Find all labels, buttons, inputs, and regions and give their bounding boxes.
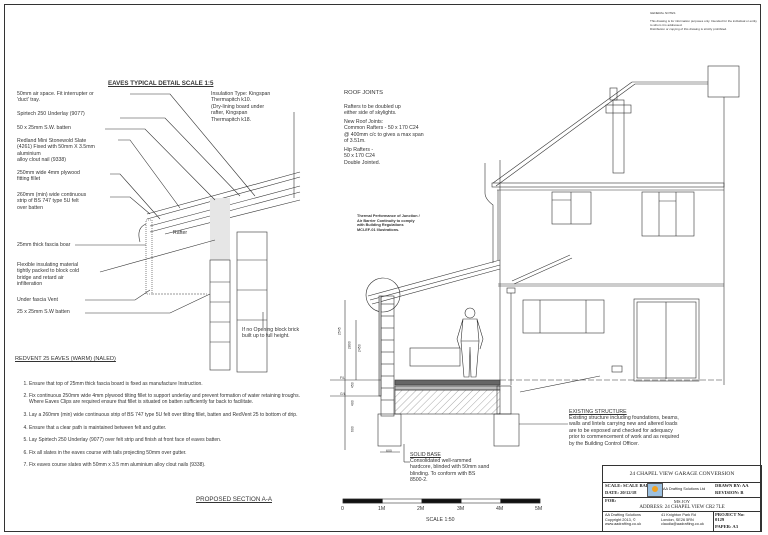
eaves-label: 260mm (min) wide continuous strip of BS …: [17, 192, 87, 211]
redvent-title: REDVENT 25 EAVES (WARM) (NALED): [15, 356, 116, 363]
scale-tick: 0: [341, 506, 344, 512]
redvent-notes: REDVENT 25 EAVES (WARM) (NALED) Ensure t…: [15, 350, 315, 482]
title-block-meta: SCALE: SCALE BAR DATE: 20/12/18 AA Draft…: [603, 482, 761, 498]
eaves-label: Under fascia Vent: [17, 297, 58, 303]
scale-bar-graphic: [342, 498, 541, 504]
date-field: DATE: 20/12/18: [605, 490, 637, 495]
project-number: PROJECT No: 0129: [715, 512, 745, 522]
scale-tick: 5M: [535, 506, 543, 512]
redvent-item: Lay a 260mm (min) wide continuous strip …: [29, 412, 315, 418]
rafter-label: Rafter: [173, 230, 188, 236]
roof-joints-new: New Roof Joints: Common Rafters - 50 x 1…: [344, 119, 424, 145]
existing-structure-text: Existing structure including foundations…: [569, 415, 680, 447]
solid-base-text: Consolidated well-rammed hardcore, blind…: [410, 458, 490, 484]
scale-label: SCALE 1:50: [426, 517, 455, 523]
redvent-item: Fix all slates in the eaves course with …: [29, 450, 315, 456]
eaves-label: 25mm thick fascia boar: [17, 242, 71, 248]
level-label-fl: F/L: [340, 376, 346, 380]
solid-base-title: SOLID BASE: [410, 452, 441, 458]
scale-tick: 3M: [457, 506, 465, 512]
general-notes: GENERAL NOTES This drawing is for inform…: [650, 7, 758, 35]
scale-field: SCALE: SCALE BAR: [605, 483, 650, 488]
eaves-detail-drawing: [75, 93, 301, 373]
scale-tick: 4M: [496, 506, 504, 512]
general-notes-title: GENERAL NOTES: [650, 11, 676, 15]
thermal-note: Thermal Performance of Junction / Air Ba…: [357, 214, 420, 232]
drawing-frame: [4, 4, 761, 532]
roof-joints-hip: Hip Rafters - 50 x 170 C24 Double Jointe…: [344, 147, 381, 166]
project-title: 24 CHAPEL VIEW GARAGE CONVERSION: [603, 466, 761, 483]
redvent-list: Ensure that top of 25mm thick fascia boa…: [15, 374, 315, 475]
general-notes-intro: This drawing is for information purposes…: [650, 19, 757, 31]
dim-label: 400: [350, 400, 355, 407]
redvent-item: Fix eaves course slates with 50mm x 3.5 …: [29, 462, 315, 468]
redvent-item: Fix continuous 250mm wide 4mm plywood ti…: [29, 393, 315, 405]
roof-joints-text: Rafters to be doubled up either side of …: [344, 104, 401, 117]
eaves-label: 250mm wide 4mm plywood fitting fillet: [17, 170, 80, 183]
divider: [713, 511, 714, 532]
level-label-gl: G/L: [340, 392, 346, 396]
dim-label: 2450: [357, 344, 362, 353]
title-block-client: FOR: MS JOY ADDRESS: 24 CHAPEL VIEW CR2 …: [603, 497, 761, 512]
opening-note: If no Opening block brick built up to fu…: [242, 327, 300, 340]
roof-joints-title: ROOF JOINTS: [344, 90, 383, 96]
eaves-label: Flexible insulating material tightly pac…: [17, 262, 79, 288]
section-drawing: [330, 160, 568, 463]
eaves-label: 50 x 25mm S.W. batten: [17, 125, 71, 131]
existing-structure-title: EXISTING STRUCTURE: [569, 409, 627, 415]
redvent-item: Ensure that top of 25mm thick fascia boa…: [29, 381, 315, 387]
dim-label: 450: [350, 382, 355, 389]
redvent-item: Ensure that a clear path is maintained b…: [29, 425, 315, 431]
house-elevation-drawing: [484, 65, 740, 393]
paper-size: PAPER: A3: [715, 524, 739, 529]
insulation-label: Insulation Type: Kingspan Thermapitch k1…: [211, 91, 271, 123]
revision-field: REVISION: B: [715, 490, 744, 495]
section-title: PROPOSED SECTION A-A: [196, 496, 272, 503]
footer-company: AA Drafting Solutions Copyright 2013, © …: [605, 513, 642, 527]
dim-label: 600: [386, 449, 392, 453]
footer-address: 41 Knighton Park Rd London, SE26 5RN cla…: [661, 513, 704, 527]
eaves-label: 50mm air space. Fit interrupter or 'duct…: [17, 91, 94, 104]
company-logo: [647, 483, 663, 497]
dim-label: 600: [350, 426, 355, 433]
company-name: AA Drafting Solutions Ltd: [663, 487, 706, 491]
eaves-detail-title: EAVES TYPICAL DETAIL SCALE 1:5: [108, 80, 214, 87]
scale-tick: 2M: [417, 506, 425, 512]
redvent-item: Lay Spirtech 250 Underlay (9077) over fe…: [29, 437, 315, 443]
client-name: MS JOY: [673, 499, 691, 504]
address-field: ADDRESS: 24 CHAPEL VIEW CR2 7LE: [639, 505, 725, 510]
for-label: FOR:: [605, 498, 617, 503]
eaves-label: Redland Mini Stonewold Slate (4261) Fixe…: [17, 138, 95, 164]
dim-label: 2800: [347, 341, 352, 350]
eaves-label: Spirtech 250 Underlay (9077): [17, 111, 85, 117]
scale-tick: 1M: [378, 506, 386, 512]
eaves-label: 25 x 25mm S.W batten: [17, 309, 70, 315]
dim-label: 2545: [337, 327, 342, 336]
title-block: 24 CHAPEL VIEW GARAGE CONVERSION SCALE: …: [602, 465, 762, 532]
drawn-by-field: DRAWN BY: AA: [715, 483, 749, 488]
